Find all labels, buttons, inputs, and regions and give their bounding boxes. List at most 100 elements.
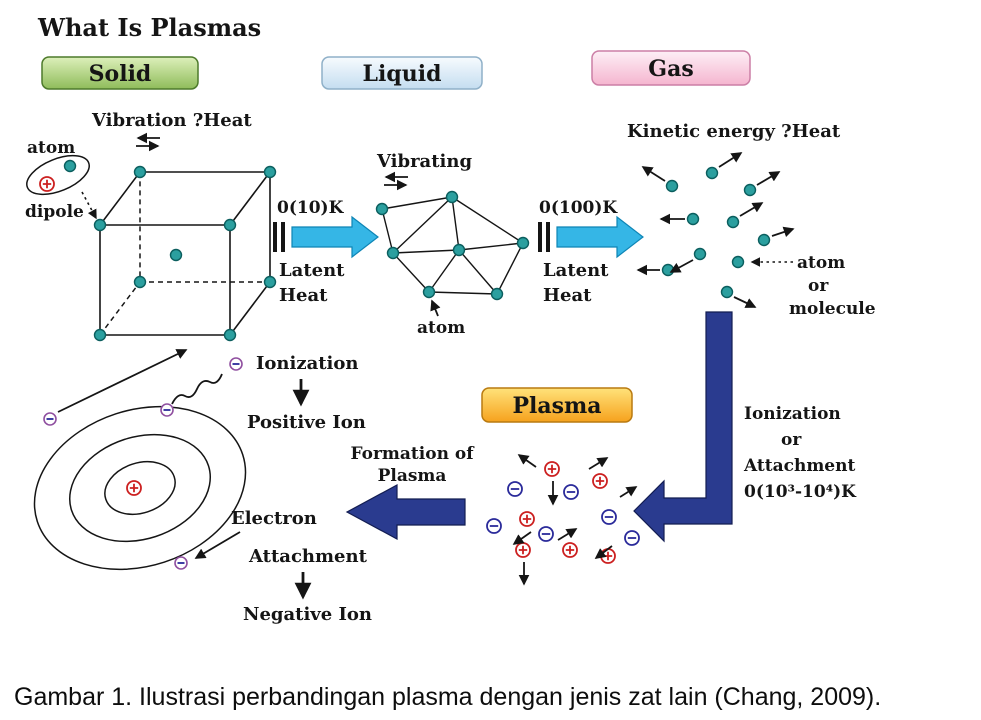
- liquid-section: Vibrating atom: [375, 151, 530, 338]
- gas-box-shape: [591, 50, 751, 86]
- outer-orbit: [33, 405, 247, 571]
- solid-state-box: Solid: [41, 56, 199, 90]
- motion-arrow: [517, 454, 537, 468]
- motion-arrow: [557, 528, 578, 541]
- plasma-state-box: Plasma: [481, 387, 633, 423]
- dipole-label: dipole: [25, 202, 84, 222]
- melting-arrow: [291, 215, 379, 259]
- atom-dot: [375, 202, 389, 216]
- plasma-box-shape: [481, 387, 633, 423]
- negative-ion-label: Negative Ion: [243, 604, 372, 625]
- solid-lattice-cube: [93, 165, 277, 342]
- atom-dot: [263, 275, 277, 289]
- liquid-to-gas-transition: 0(100)K Latent Heat: [538, 198, 644, 306]
- liquid-atom-network: [375, 190, 530, 301]
- ionization-temp-label: 0(10³-10⁴)K: [744, 482, 857, 502]
- attachment-labels: Electron Attachment Negative Ion: [194, 508, 372, 625]
- electron-icon: [563, 484, 579, 500]
- electron-icon: [538, 526, 554, 542]
- liquid-box-shape: [321, 56, 483, 90]
- atom-dot: [93, 218, 107, 232]
- figure-title: What Is Plasmas: [37, 13, 261, 42]
- freed-electron-icon: [229, 357, 243, 371]
- electron-icon: [507, 481, 523, 497]
- vibrating-label: Vibrating: [376, 151, 472, 172]
- positive-ion-icon: [519, 511, 535, 527]
- formation-arrow: [345, 483, 466, 541]
- positive-charge-icon: [39, 176, 55, 192]
- positive-ion-icon: [600, 548, 616, 564]
- atom-dot: [490, 287, 504, 301]
- atom-dot: [223, 218, 237, 232]
- formation-label-line2: Plasma: [378, 466, 447, 486]
- solid-to-liquid-transition: 0(10)K Latent Heat: [273, 198, 379, 306]
- atom-dot: [263, 165, 277, 179]
- latent-temp-label: 0(10)K: [277, 198, 345, 218]
- atom-dot: [705, 166, 719, 180]
- atom-dot: [731, 255, 745, 269]
- figure-caption: Gambar 1. Ilustrasi perbandingan plasma …: [14, 683, 881, 711]
- vaporization-arrow: [556, 215, 644, 259]
- ionization-or-attachment-line2: or: [781, 430, 802, 450]
- positive-ion-icon: [592, 473, 608, 489]
- atom-dot: [720, 285, 734, 299]
- motion-arrow: [594, 545, 613, 559]
- motion-arrow: [641, 166, 666, 182]
- motion-arrow: [588, 457, 609, 470]
- solid-box-shape: [41, 56, 199, 90]
- gas-state-box: Gas: [591, 50, 751, 86]
- plasma-cloud: [486, 454, 640, 586]
- electron-icon: [601, 509, 617, 525]
- plasma-box-label: Plasma: [512, 393, 601, 419]
- atom-label: atom: [27, 138, 75, 158]
- latent-label: Latent: [543, 260, 609, 281]
- liquid-atom-pointer-arrow: [430, 299, 441, 317]
- solid-section: Vibration ?Heat atom dipole: [25, 110, 277, 342]
- gas-atom-label: atom: [797, 253, 845, 273]
- atom-dot: [133, 165, 147, 179]
- electron-label: Electron: [231, 508, 317, 529]
- atom-dot: [93, 328, 107, 342]
- vibrating-arrows-icon: [384, 171, 408, 191]
- atom-dot: [445, 190, 459, 204]
- gas-molecule-label: molecule: [789, 299, 876, 319]
- heat-label: Heat: [543, 285, 592, 306]
- ionization-or-attachment-line1: Ionization: [744, 404, 841, 424]
- ionization-label: Ionization: [256, 353, 358, 374]
- motion-arrow: [739, 202, 764, 217]
- ionization-labels: Ionization Positive Ion: [247, 353, 366, 433]
- gas-molecules: [636, 152, 795, 308]
- formation-label-line1: Formation of: [350, 444, 475, 464]
- motion-arrow: [733, 296, 757, 308]
- positive-ion-icon: [562, 542, 578, 558]
- gas-box-label: Gas: [648, 56, 693, 82]
- solid-box-label: Solid: [89, 61, 152, 87]
- electron-pointer-arrow: [194, 531, 241, 559]
- orbit-electron-icon: [174, 556, 188, 570]
- vibration-arrows-icon: [136, 132, 160, 152]
- motion-arrow: [512, 531, 532, 545]
- latent-temp-label: 0(100)K: [539, 198, 618, 218]
- escaping-electron-arrow: [57, 349, 188, 413]
- middle-orbit: [68, 433, 212, 543]
- liquid-box-label: Liquid: [363, 61, 442, 87]
- positive-ion-icon: [515, 542, 531, 558]
- inner-orbit: [104, 460, 176, 516]
- transition-bar-icon: [538, 222, 542, 252]
- atom-dot: [726, 215, 740, 229]
- motion-arrow: [771, 226, 795, 238]
- gas-or-label: or: [808, 276, 829, 296]
- heat-label: Heat: [279, 285, 328, 306]
- electron-icon: [624, 530, 640, 546]
- nucleus-positive-icon: [126, 480, 142, 496]
- orbit-electron-icon: [43, 412, 57, 426]
- atom-dot: [693, 247, 707, 261]
- orbit-electron-icon: [160, 403, 174, 417]
- transition-bar-icon: [281, 222, 285, 252]
- motion-arrow: [756, 171, 781, 186]
- ionization-or-attachment-line3: Attachment: [743, 456, 855, 476]
- liquid-state-box: Liquid: [321, 56, 483, 90]
- atom-dot: [661, 263, 675, 277]
